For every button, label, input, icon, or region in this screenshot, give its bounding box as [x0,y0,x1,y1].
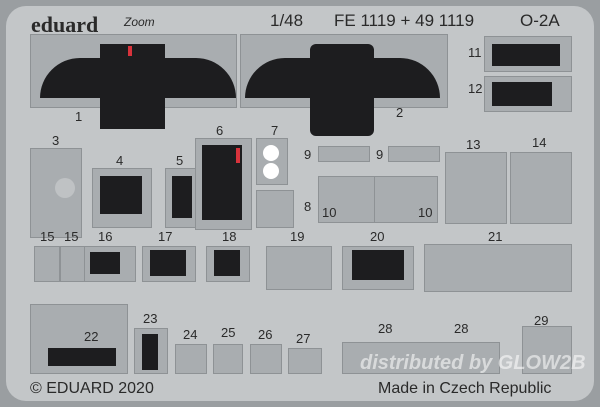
part-number: 9 [376,147,384,162]
part-number: 18 [222,229,237,244]
product-code: FE 1119 + 49 1119 [334,11,475,30]
part-number: 15 [64,229,79,244]
part-14 [510,152,572,224]
part-21 [424,244,572,292]
part-16-panel [90,252,120,274]
part-10b [374,176,438,223]
part-9b [388,146,440,162]
copyright: © EDUARD 2020 [30,380,154,397]
part-number: 9 [304,147,312,162]
part-number: 4 [116,153,124,168]
origin-label: Made in Czech Republic [378,380,552,397]
part-number: 27 [296,331,311,346]
part-13 [445,152,507,224]
model-name: O-2A [520,11,560,30]
part-8 [256,190,294,228]
brand-sub-logo: Zoom [124,15,155,29]
part-number: 19 [290,229,305,244]
part-number: 25 [221,325,236,340]
scale-label: 1/48 [270,11,304,30]
part-15 [34,246,60,282]
part-number: 28 [454,321,469,336]
part-number: 28 [378,321,393,336]
part-number: 29 [534,313,549,328]
part-number: 2 [396,105,404,120]
part-5-panel [172,176,192,218]
red-marker [128,46,132,56]
part-18-panel [214,250,240,276]
watermark: distributed by GLOW2B [360,352,586,374]
part-2-center [310,44,374,136]
part-28 [342,342,500,374]
part-25 [213,344,243,374]
part-number: 22 [84,329,99,344]
part-9 [318,146,370,162]
part-number: 14 [532,135,547,150]
brand-logo: eduard [31,12,99,37]
part-22-panel [48,348,116,366]
part-29 [522,326,572,374]
part-1-center [100,44,165,129]
part-4-panel [100,176,142,214]
part-number: 10 [418,205,433,220]
part-number: 23 [143,311,158,326]
part-7-dial-2 [263,163,279,179]
part-20-panel [352,250,404,280]
part-number: 20 [370,229,385,244]
part-number: 13 [466,137,481,152]
part-6-panel [202,145,242,220]
part-number: 3 [52,133,60,148]
part-number: 8 [304,199,312,214]
part-number: 17 [158,229,173,244]
part-number: 6 [216,123,224,138]
part-6-red [236,148,240,163]
part-number: 26 [258,327,273,342]
part-15b [60,246,86,282]
part-number: 21 [488,229,503,244]
part-24 [175,344,207,374]
part-number: 15 [40,229,55,244]
part-number: 16 [98,229,113,244]
part-27 [288,348,322,374]
part-26 [250,344,282,374]
part-number: 24 [183,327,198,342]
part-10 [318,176,384,223]
part-3-boss [55,178,75,198]
part-23-panel [142,334,158,370]
part-number: 7 [271,123,279,138]
part-number: 11 [468,45,482,60]
part-number: 12 [468,81,483,96]
part-17-panel [150,250,186,276]
part-12-panel [492,82,552,106]
part-19 [266,246,332,290]
part-number: 1 [75,109,83,124]
part-11-panel [492,44,560,66]
part-number: 10 [322,205,337,220]
part-7-dial [263,145,279,161]
part-number: 5 [176,153,184,168]
